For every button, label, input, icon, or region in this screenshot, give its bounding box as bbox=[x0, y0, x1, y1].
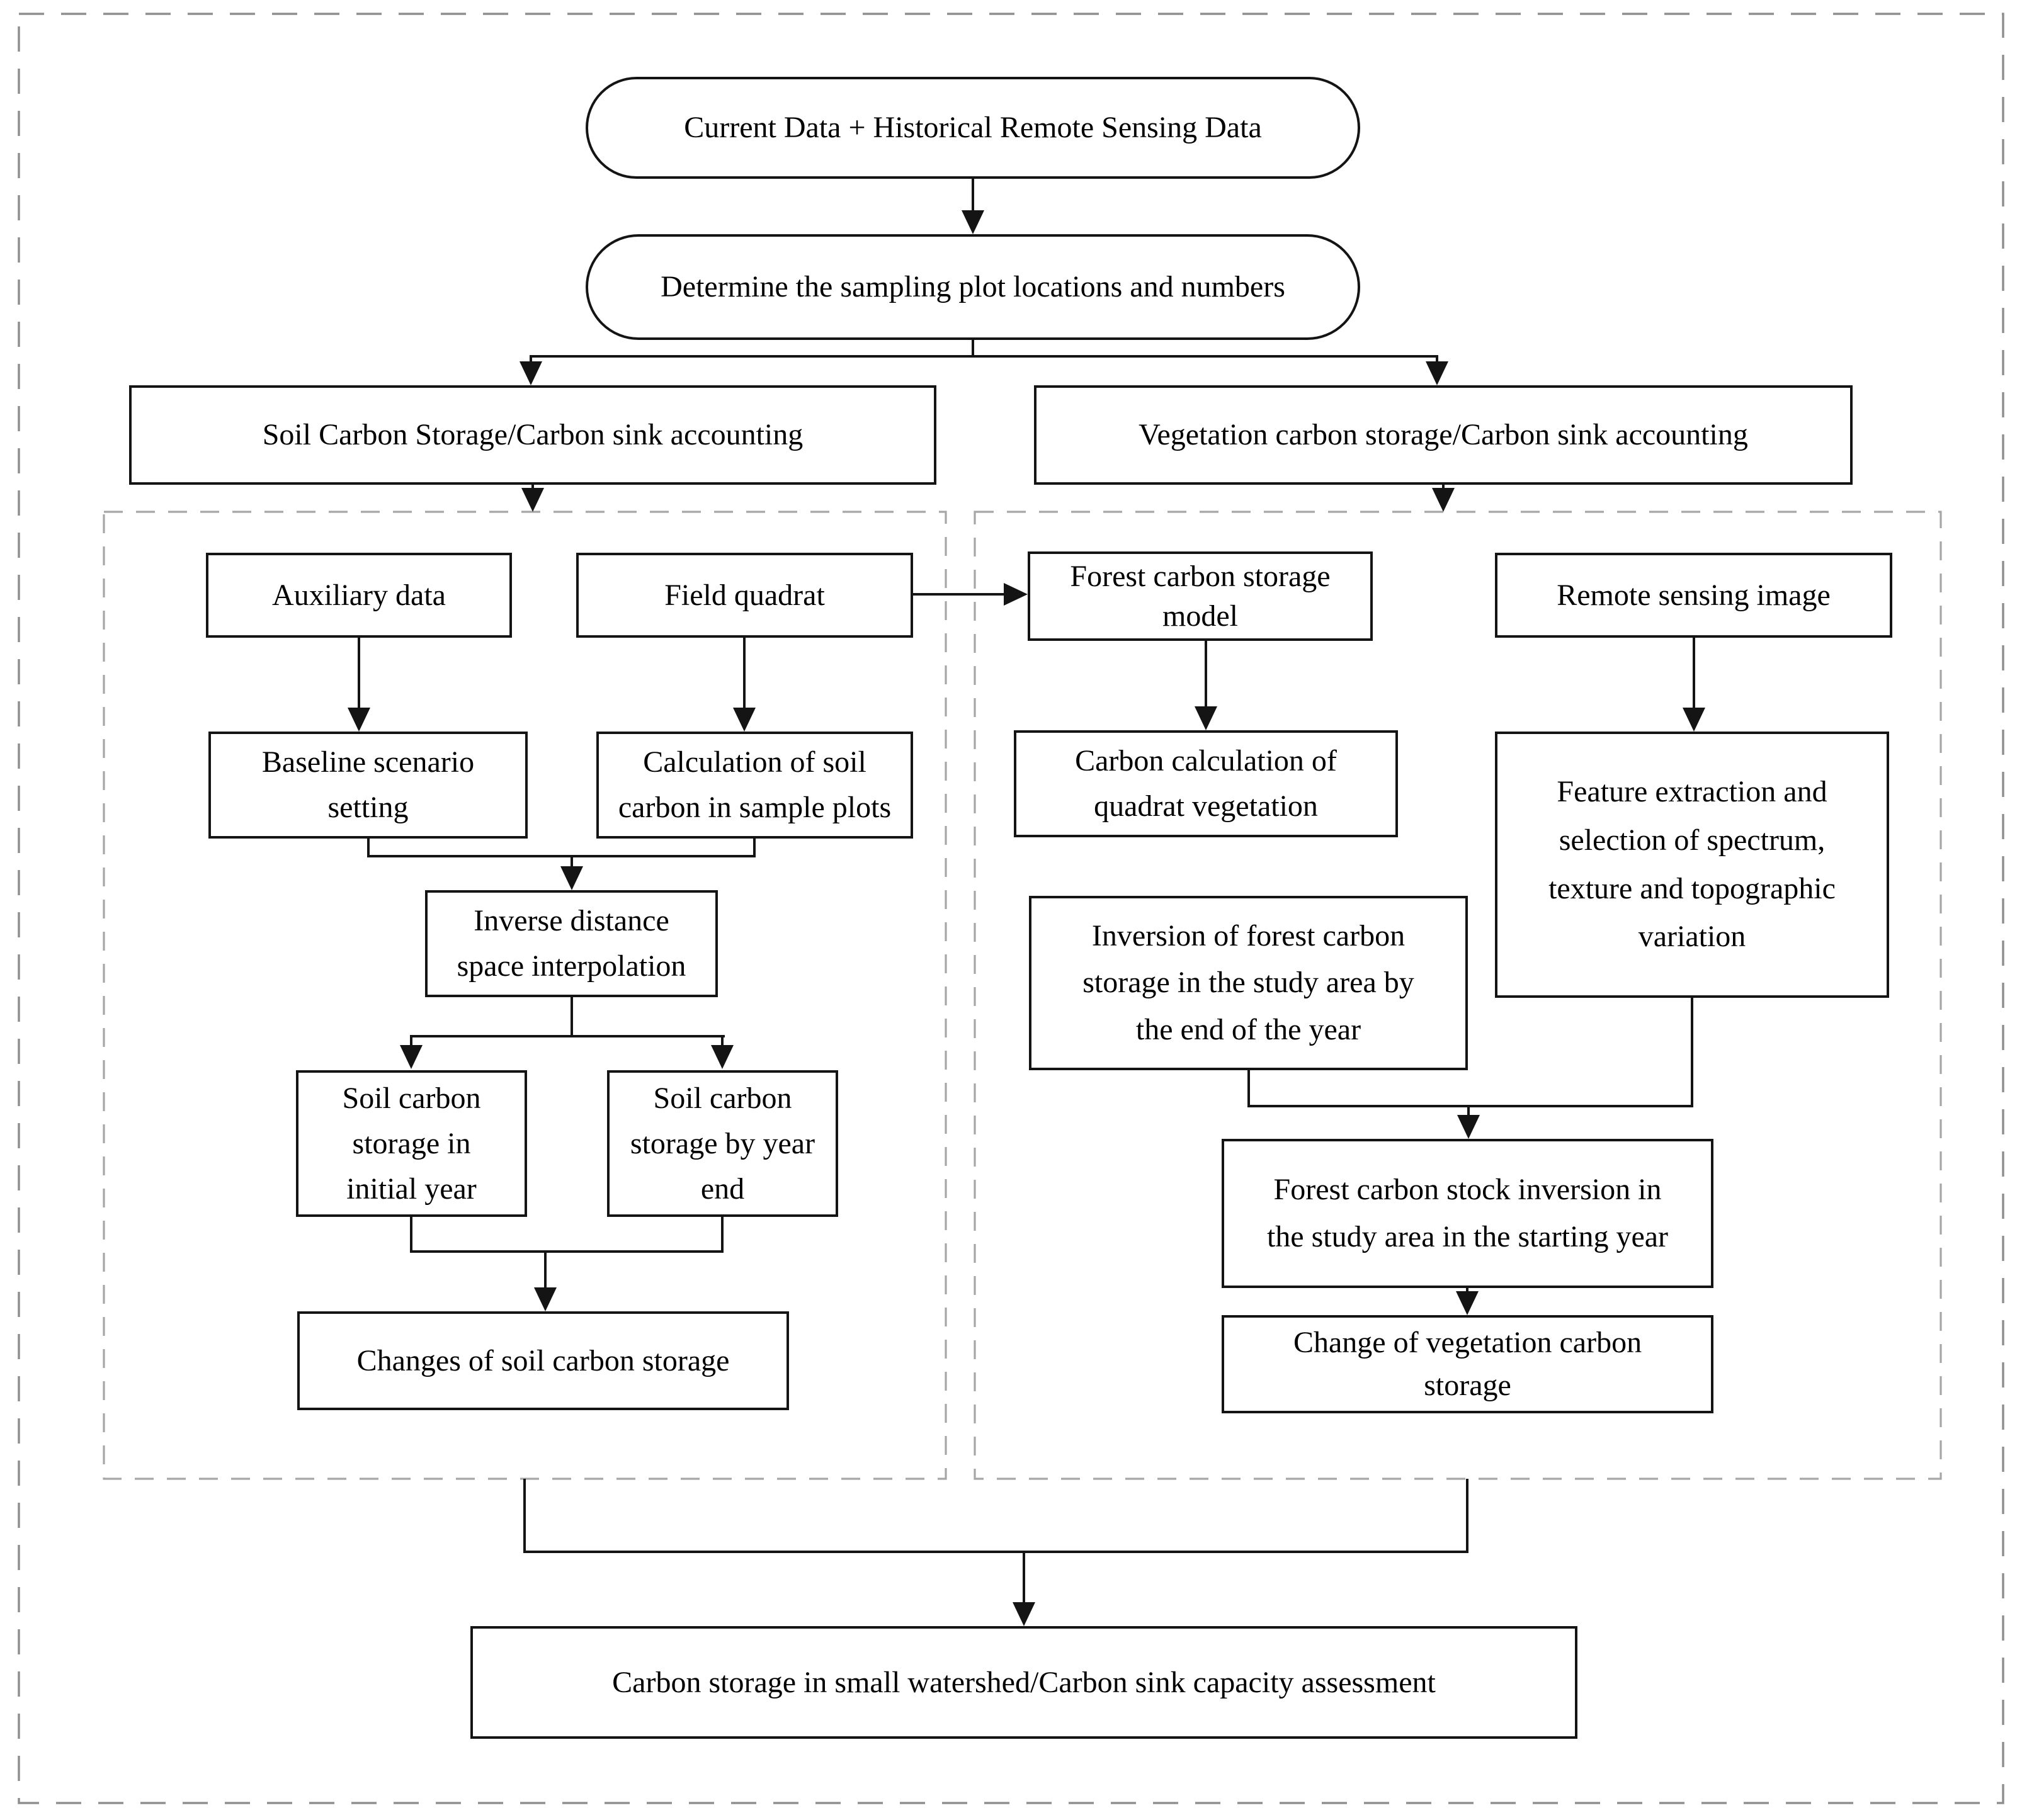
node-baseline-scenario: Baseline scenario setting bbox=[208, 732, 528, 839]
vegetation-panel-border bbox=[974, 511, 1942, 1480]
node-quadrat-vegetation-carbon: Carbon calculation of quadrat vegetation bbox=[1014, 730, 1398, 837]
node-determine-plots-label: Determine the sampling plot locations an… bbox=[661, 270, 1285, 303]
node-vegetation-carbon-change: Change of vegetation carbon storage bbox=[1222, 1315, 1713, 1413]
node-vegetation-accounting: Vegetation carbon storage/Carbon sink ac… bbox=[1034, 385, 1853, 485]
arrowhead-into-initial bbox=[400, 1045, 423, 1069]
node-auxiliary-data-label: Auxiliary data bbox=[272, 578, 446, 612]
node-current-data-label: Current Data + Historical Remote Sensing… bbox=[684, 111, 1262, 144]
node-inverse-distance-interpolation-line: space interpolation bbox=[457, 949, 686, 983]
node-final-assessment-label: Carbon storage in small watershed/Carbon… bbox=[612, 1665, 1436, 1699]
node-stock-inversion-starting-year: Forest carbon stock inversion in the stu… bbox=[1222, 1139, 1713, 1288]
node-feature-extraction-line: Feature extraction and bbox=[1557, 774, 1827, 808]
node-final-assessment: Carbon storage in small watershed/Carbon… bbox=[470, 1626, 1577, 1739]
node-inversion-year-end: Inversion of forest carbon storage in th… bbox=[1029, 896, 1468, 1070]
arrowhead-into-interp bbox=[560, 866, 583, 890]
node-stock-inversion-starting-year-line: Forest carbon stock inversion in bbox=[1273, 1173, 1662, 1207]
node-feature-extraction-line: texture and topographic bbox=[1548, 871, 1836, 905]
node-baseline-scenario-line: Baseline scenario bbox=[261, 745, 475, 779]
arrowhead-into-calc bbox=[733, 708, 756, 732]
node-forest-carbon-model: Forest carbon storage model bbox=[1028, 551, 1373, 641]
node-soil-storage-initial-year-line: storage in bbox=[352, 1126, 471, 1160]
node-remote-sensing-image-label: Remote sensing image bbox=[1557, 578, 1831, 612]
arrowhead-into-yearend bbox=[711, 1045, 734, 1069]
arrowhead-into-final bbox=[1013, 1602, 1035, 1626]
arrowhead-into-changes bbox=[534, 1287, 557, 1311]
node-remote-sensing-image: Remote sensing image bbox=[1495, 553, 1892, 638]
arrowhead-into-forestmodel bbox=[1004, 583, 1028, 606]
node-vegetation-carbon-change-line: Change of vegetation carbon bbox=[1293, 1325, 1642, 1359]
node-auxiliary-data: Auxiliary data bbox=[206, 553, 512, 638]
node-feature-extraction: Feature extraction and selection of spec… bbox=[1495, 732, 1889, 998]
node-quadrat-vegetation-carbon-line: quadrat vegetation bbox=[1094, 789, 1318, 823]
node-inverse-distance-interpolation-line: Inverse distance bbox=[474, 904, 669, 937]
arrowhead-into-vegacct bbox=[1426, 361, 1448, 385]
node-inversion-year-end-line: the end of the year bbox=[1135, 1012, 1361, 1046]
arrowhead-into-soilacct bbox=[520, 361, 542, 385]
node-current-data: Current Data + Historical Remote Sensing… bbox=[586, 77, 1360, 179]
node-soil-accounting: Soil Carbon Storage/Carbon sink accounti… bbox=[129, 385, 936, 485]
node-soil-storage-year-end-line: end bbox=[700, 1172, 745, 1206]
arrowhead-into-feature bbox=[1683, 708, 1705, 732]
arrowhead-into-vchange bbox=[1456, 1291, 1479, 1315]
node-vegetation-carbon-change-line: storage bbox=[1424, 1369, 1511, 1402]
node-soil-storage-initial-year: Soil carbon storage in initial year bbox=[296, 1070, 527, 1217]
node-soil-carbon-calculation-line: carbon in sample plots bbox=[618, 791, 892, 824]
node-inverse-distance-interpolation: Inverse distance space interpolation bbox=[425, 890, 718, 997]
node-inversion-year-end-line: Inversion of forest carbon bbox=[1091, 918, 1406, 952]
node-determine-plots: Determine the sampling plot locations an… bbox=[586, 234, 1360, 340]
node-soil-accounting-label: Soil Carbon Storage/Carbon sink accounti… bbox=[262, 418, 804, 451]
node-inversion-year-end-line: storage in the study area by bbox=[1082, 966, 1414, 1000]
arrowhead-into-soil-panel bbox=[521, 488, 544, 512]
node-field-quadrat: Field quadrat bbox=[576, 553, 913, 638]
node-forest-carbon-model-line: Forest carbon storage bbox=[1070, 559, 1331, 593]
outer-dashed-border bbox=[18, 13, 2004, 1804]
arrowhead-into-baseline bbox=[348, 708, 370, 732]
node-soil-storage-initial-year-line: initial year bbox=[346, 1172, 477, 1206]
arrowhead-into-determine bbox=[962, 210, 984, 234]
node-feature-extraction-line: selection of spectrum, bbox=[1559, 823, 1826, 857]
node-field-quadrat-label: Field quadrat bbox=[664, 578, 825, 612]
node-soil-carbon-calculation: Calculation of soil carbon in sample plo… bbox=[596, 732, 913, 839]
node-soil-carbon-changes-label: Changes of soil carbon storage bbox=[356, 1343, 730, 1377]
node-baseline-scenario-line: setting bbox=[327, 791, 409, 824]
node-soil-storage-year-end-line: Soil carbon bbox=[653, 1081, 792, 1115]
arrowhead-into-ccalc bbox=[1195, 706, 1217, 730]
node-stock-inversion-starting-year-line: the study area in the starting year bbox=[1266, 1219, 1669, 1253]
arrowhead-into-veg-panel bbox=[1432, 488, 1455, 512]
node-soil-carbon-calculation-line: Calculation of soil bbox=[643, 745, 866, 779]
node-soil-carbon-changes: Changes of soil carbon storage bbox=[297, 1311, 789, 1410]
node-soil-storage-year-end-line: storage by year bbox=[630, 1126, 815, 1160]
node-soil-storage-initial-year-line: Soil carbon bbox=[342, 1081, 481, 1115]
node-feature-extraction-line: variation bbox=[1638, 920, 1746, 954]
arrowhead-into-stock bbox=[1457, 1115, 1480, 1139]
node-soil-storage-year-end: Soil carbon storage by year end bbox=[607, 1070, 838, 1217]
node-vegetation-accounting-label: Vegetation carbon storage/Carbon sink ac… bbox=[1139, 418, 1748, 451]
node-forest-carbon-model-line: model bbox=[1162, 599, 1238, 633]
node-quadrat-vegetation-carbon-line: Carbon calculation of bbox=[1075, 744, 1337, 777]
